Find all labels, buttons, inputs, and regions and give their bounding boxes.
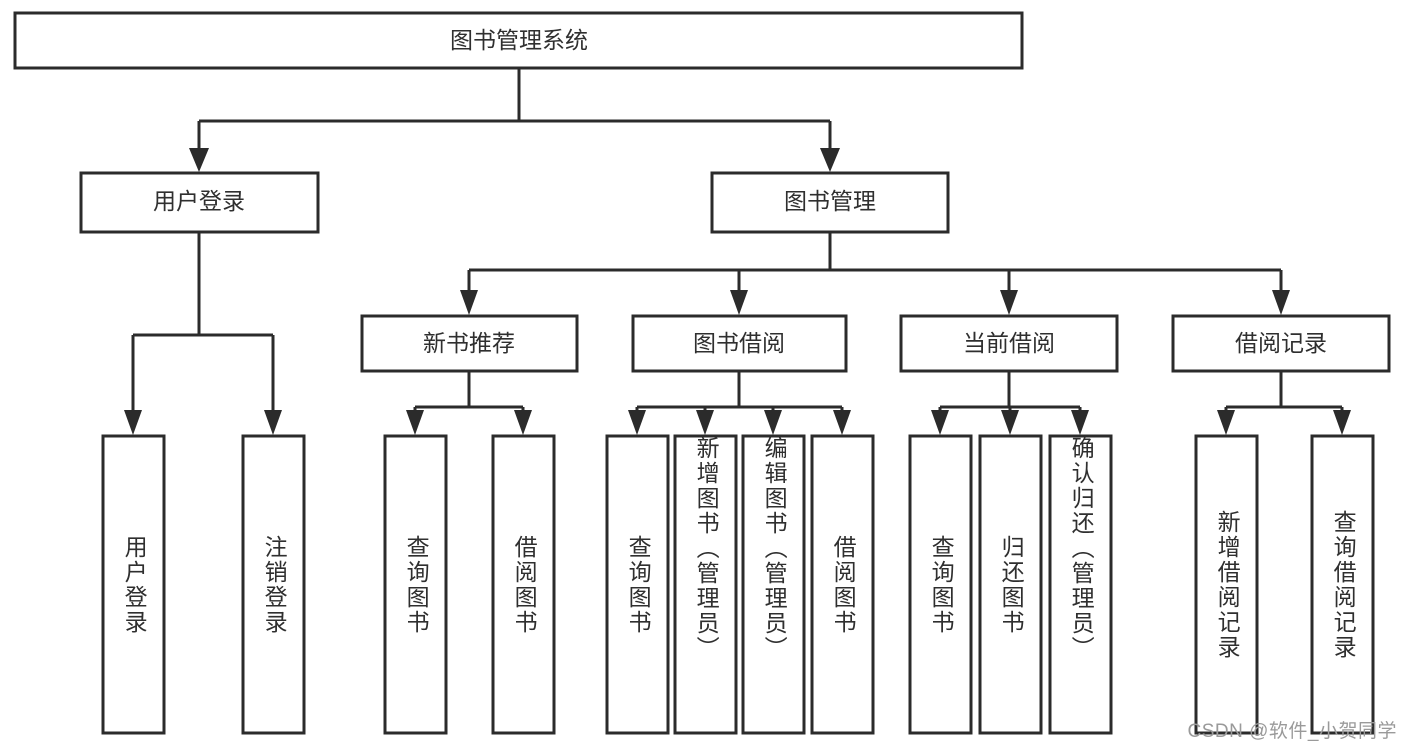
leaf-box-borrow-record-1[interactable] (1194, 434, 1259, 735)
node-root-box[interactable] (13, 11, 1024, 70)
arrow-head-leaf-borrow-record-1 (1217, 410, 1235, 435)
arrow-head-book-manage (820, 148, 840, 172)
node-book-borrow-label: 图书借阅 (693, 330, 785, 356)
leaf-box-user-login-2[interactable] (241, 434, 306, 735)
leaf-box-book-borrow-3[interactable] (741, 434, 806, 735)
arrow-head-borrow-record (1272, 290, 1290, 315)
leaf-box-new-book-1[interactable] (383, 434, 448, 735)
arrow-head-leaf-current-borrow-2 (1001, 410, 1019, 435)
arrow-head-book-borrow (730, 290, 748, 315)
leaf-box-new-book-2[interactable] (491, 434, 556, 735)
arrow-head-leaf-new-book-2 (514, 410, 532, 435)
leaf-box-book-borrow-2[interactable] (673, 434, 738, 735)
arrow-head-user-login (189, 148, 209, 172)
node-current-borrow-box[interactable] (899, 314, 1119, 373)
leaf-box-current-borrow-1[interactable] (908, 434, 973, 735)
node-book-manage-label: 图书管理 (784, 188, 876, 214)
arrow-head-leaf-borrow-record-2 (1333, 410, 1351, 435)
node-borrow-record-label: 借阅记录 (1235, 330, 1327, 356)
arrow-head-leaf-book-borrow-4 (833, 410, 851, 435)
leaf-box-borrow-record-2[interactable] (1310, 434, 1375, 735)
arrow-head-leaf-current-borrow-1 (931, 410, 949, 435)
arrow-head-leaf-book-borrow-1 (628, 410, 646, 435)
arrow-head-current-borrow (1000, 290, 1018, 315)
arrow-head-leaf-user-login-1 (124, 410, 142, 435)
node-user-login-label: 用户登录 (153, 188, 245, 214)
arrow-head-leaf-new-book-1 (406, 410, 424, 435)
csdn-watermark: CSDN @软件_小贺同学 (1187, 721, 1397, 742)
arrow-head-new-book (460, 290, 478, 315)
leaf-box-current-borrow-3[interactable] (1048, 434, 1113, 735)
leaf-box-user-login-1[interactable] (101, 434, 166, 735)
node-new-book-recommend-label: 新书推荐 (423, 330, 515, 356)
arrow-head-leaf-current-borrow-3 (1071, 410, 1089, 435)
arrow-head-leaf-user-login-2 (264, 410, 282, 435)
node-book-borrow-box[interactable] (631, 314, 848, 373)
node-book-manage-box[interactable] (710, 171, 950, 234)
leaf-box-book-borrow-1[interactable] (605, 434, 670, 735)
node-new-book-recommend-box[interactable] (360, 314, 579, 373)
arrow-head-leaf-book-borrow-2 (696, 410, 714, 435)
node-current-borrow-label: 当前借阅 (963, 330, 1055, 356)
leaf-box-book-borrow-4[interactable] (810, 434, 875, 735)
leaf-box-current-borrow-2[interactable] (978, 434, 1043, 735)
node-root-label: 图书管理系统 (450, 27, 588, 53)
arrow-head-leaf-book-borrow-3 (764, 410, 782, 435)
node-borrow-record-box[interactable] (1171, 314, 1391, 373)
